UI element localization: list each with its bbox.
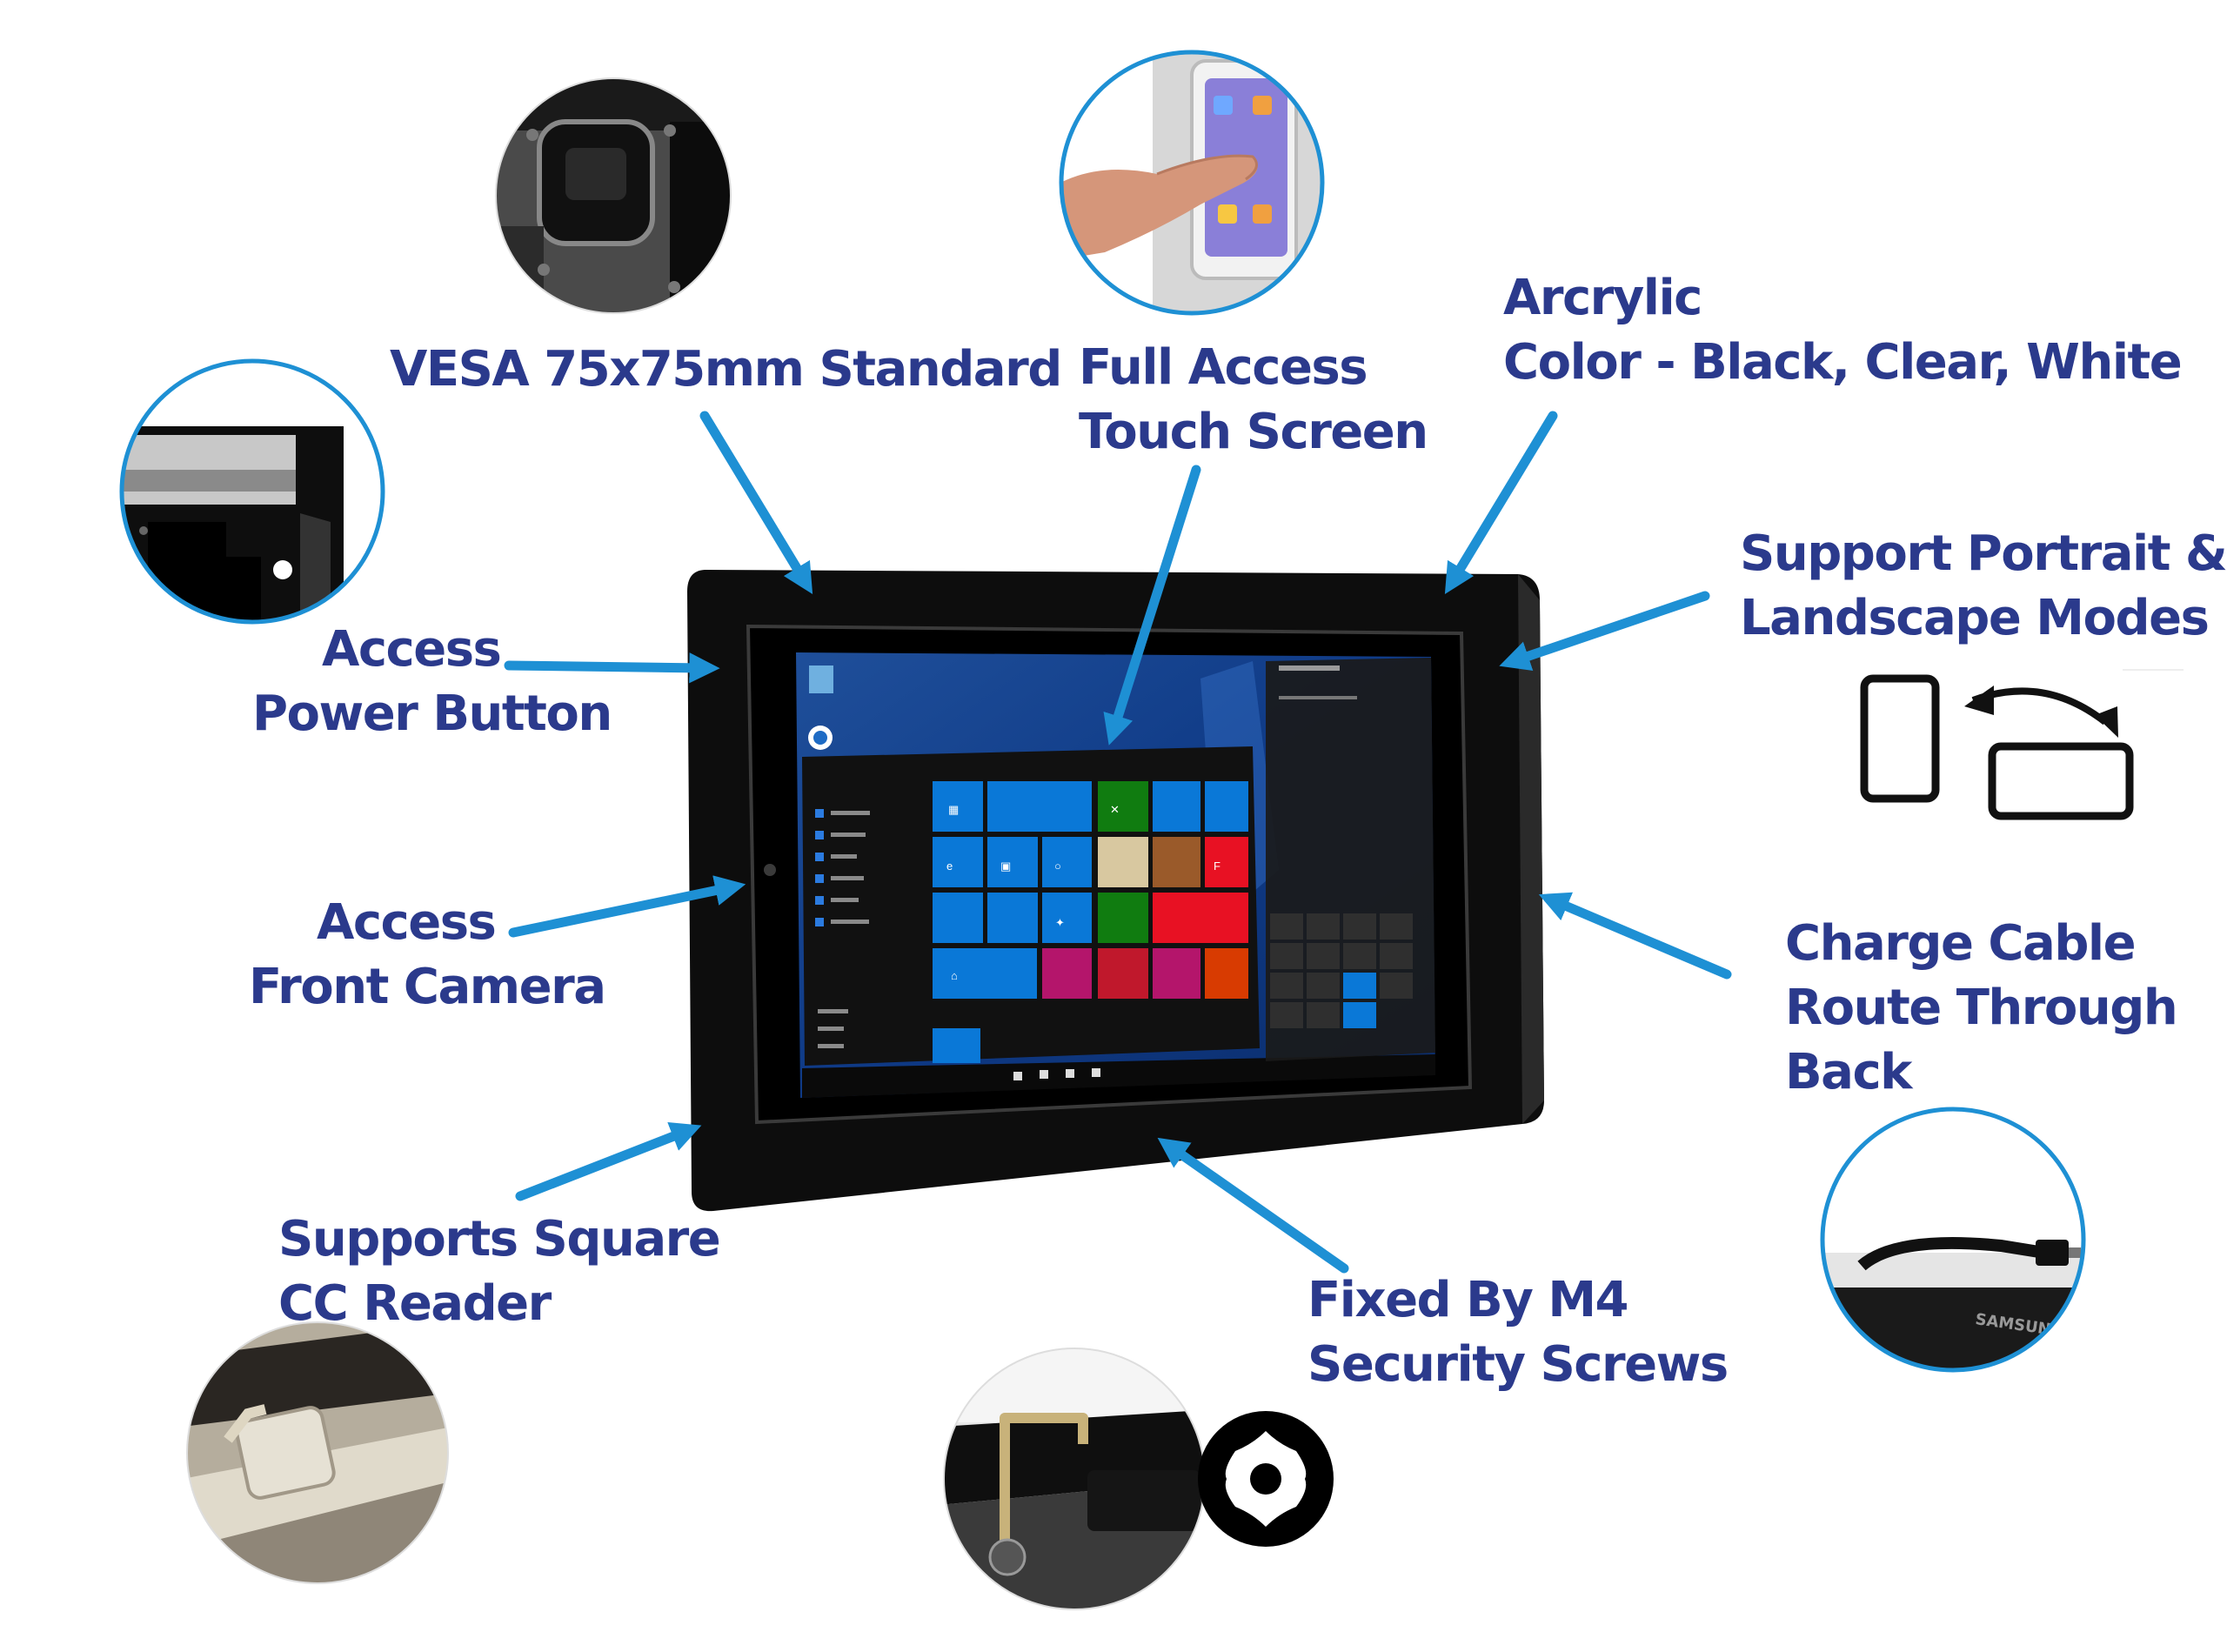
svg-text:✕: ✕	[1110, 803, 1120, 816]
svg-text:▣: ▣	[1000, 859, 1011, 873]
touch-arrow	[1103, 465, 1201, 746]
label-rotate-line1: Support Portrait &	[1740, 525, 2227, 582]
front-camera-icon	[764, 864, 776, 876]
cc-arrow	[515, 1122, 702, 1201]
label-touch-line1: Full Access	[1079, 339, 1368, 396]
torx-icon	[1198, 1411, 1334, 1547]
acrylic-arrow	[1444, 411, 1558, 595]
label-cable-line2: Route Through	[1785, 980, 2178, 1036]
label-acrylic-line1: Arcrylic	[1503, 270, 1702, 326]
power-photo-icon	[122, 361, 383, 622]
cc-reader-photo-icon	[187, 1322, 448, 1583]
screws-arrow	[1157, 1137, 1349, 1274]
label-camera-line2: Front Camera	[249, 959, 606, 1015]
label-acrylic-line2: Color - Black, Clear, White	[1503, 334, 2183, 391]
svg-text:⌂: ⌂	[951, 969, 958, 982]
label-rotate-line2: Landscape Modes	[1740, 590, 2210, 646]
label-acrylic: Arcrylic Color - Black, Clear, White	[1503, 266, 2183, 395]
power-arrow	[504, 652, 720, 684]
label-screws-line1: Fixed By M4	[1307, 1272, 1629, 1328]
label-cable-line3: Back	[1785, 1044, 1912, 1100]
screw-photo-icon	[944, 1348, 1205, 1609]
label-camera: Access Front Camera	[249, 891, 606, 1020]
label-rotate: Support Portrait & Landscape Modes	[1740, 522, 2227, 651]
svg-text:○: ○	[1054, 859, 1061, 873]
vesa-photo-icon	[496, 78, 731, 313]
svg-text:F: F	[1214, 859, 1221, 873]
label-cc-line2: CC Reader	[278, 1275, 552, 1332]
cable-arrow	[1538, 892, 1732, 980]
svg-text:▦: ▦	[948, 803, 959, 816]
label-power-line1: Access	[322, 621, 502, 678]
vesa-arrow	[699, 411, 813, 595]
label-touch: Full Access Touch Screen	[1079, 336, 1428, 465]
label-screws: Fixed By M4 Security Screws	[1307, 1268, 1729, 1397]
rotate-arrow	[1499, 591, 1710, 671]
svg-text:e: e	[946, 859, 953, 873]
start-tiles: ▦ e ▣ ○ ✕ F ✦ ⌂	[933, 781, 1248, 1063]
label-power: Access Power Button	[252, 618, 612, 746]
label-cable: Charge Cable Route Through Back	[1785, 912, 2178, 1105]
callout-arrows	[504, 411, 1732, 1274]
portrait-landscape-icon	[1860, 674, 2134, 820]
touch-photo-icon	[1061, 52, 1322, 313]
label-vesa: VESA 75x75mm Standard	[390, 338, 1062, 402]
label-screws-line2: Security Screws	[1307, 1336, 1729, 1393]
label-power-line2: Power Button	[252, 686, 612, 742]
tablet-screen: ▦ e ▣ ○ ✕ F ✦ ⌂	[796, 652, 1435, 1098]
label-touch-line2: Touch Screen	[1079, 404, 1428, 460]
label-cc-reader: Supports Square CC Reader	[278, 1207, 721, 1336]
camera-arrow	[508, 875, 746, 938]
label-cable-line1: Charge Cable	[1785, 915, 2137, 972]
label-camera-line1: Access	[317, 894, 497, 951]
svg-text:✦: ✦	[1055, 916, 1065, 929]
label-cc-line1: Supports Square	[278, 1211, 721, 1267]
label-vesa-line1: VESA 75x75mm Standard	[390, 341, 1062, 398]
